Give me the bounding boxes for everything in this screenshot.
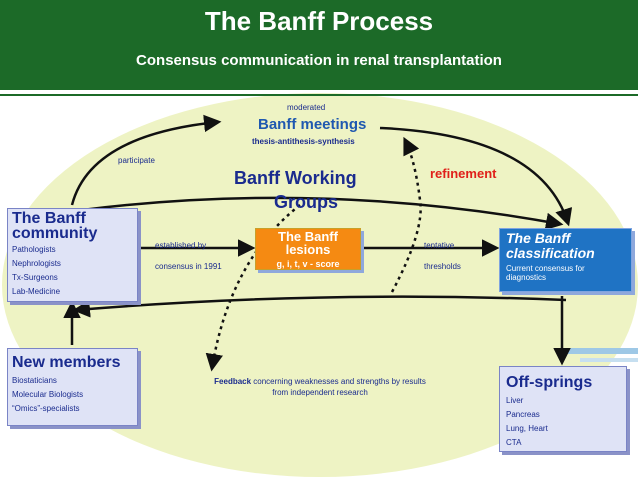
offsprings-box: Off-springs Liver Pancreas Lung, Heart C… [499,366,627,452]
feedback-text: Feedback concerning weaknesses and stren… [160,376,480,398]
meetings-title: Banff meetings [258,116,367,133]
classification-title-1: The Banff [506,230,571,246]
community-box: The Banff community Pathologists Nephrol… [7,208,138,302]
offsprings-item: Lung, Heart [506,424,548,433]
community-item: Tx-Surgeons [12,273,58,282]
new-members-title: New members [12,354,121,371]
classification-item: diagnostics [506,273,547,282]
arrow-return [72,295,567,318]
offsprings-item: Liver [506,396,524,405]
feedback-line1: concerning weaknesses and strengths by r… [251,377,426,386]
arrow-feedback-down [205,204,301,372]
lesions-box: The Banff lesions g, i, t, v - score [255,228,361,270]
label-tentative: tentative [424,241,455,250]
new-members-item: Molecular Biologists [12,390,84,399]
arrow-working-groups [81,196,564,231]
new-members-box: New members Biostaticians Molecular Biol… [7,348,138,426]
lesions-title-2: lesions [285,242,331,257]
feedback-line2: from independent research [272,388,368,397]
background-ellipse [2,93,638,477]
classification-box: The Banff classification Current consens… [499,228,632,292]
community-title-2: community [12,225,98,242]
label-established-by: established by [155,241,207,250]
meetings-moderated: moderated [287,103,326,112]
classification-item: Current consensus for [506,264,585,273]
meetings-subtitle: thesis-antithesis-synthesis [252,137,355,146]
community-item: Pathologists [12,245,56,254]
header-banner: The Banff Process Consensus communicatio… [0,0,638,90]
community-item: Nephrologists [12,259,61,268]
new-members-item: “Omics”-specialists [12,404,80,413]
new-members-item: Biostaticians [12,376,57,385]
offsprings-item: Pancreas [506,410,540,419]
page-subtitle: Consensus communication in renal transpl… [136,52,502,69]
arrow-refinement [379,126,573,227]
offsprings-item: CTA [506,438,522,447]
offsprings-title: Off-springs [506,374,593,391]
classification-title-2: classification [506,245,595,261]
label-participate: participate [118,156,155,165]
label-thresholds: thresholds [424,262,461,271]
lesions-score: g, i, t, v - score [276,259,340,269]
working-groups-line2: Groups [274,192,339,212]
community-item: Lab-Medicine [12,287,61,296]
label-consensus-1991: consensus in 1991 [155,262,222,271]
header-divider [0,94,638,96]
label-refinement: refinement [430,166,497,181]
arrow-participate [70,114,222,206]
community-title-1: The Banff [12,210,86,227]
header-divider [0,90,638,93]
feedback-bold: Feedback [214,377,252,386]
arrow-feedback-up [390,136,422,293]
working-groups-line1: Banff Working [234,168,357,188]
decorative-stripe [580,358,638,362]
page-title: The Banff Process [204,6,434,36]
lesions-title-1: The Banff [278,229,338,244]
decorative-stripe [566,348,638,354]
